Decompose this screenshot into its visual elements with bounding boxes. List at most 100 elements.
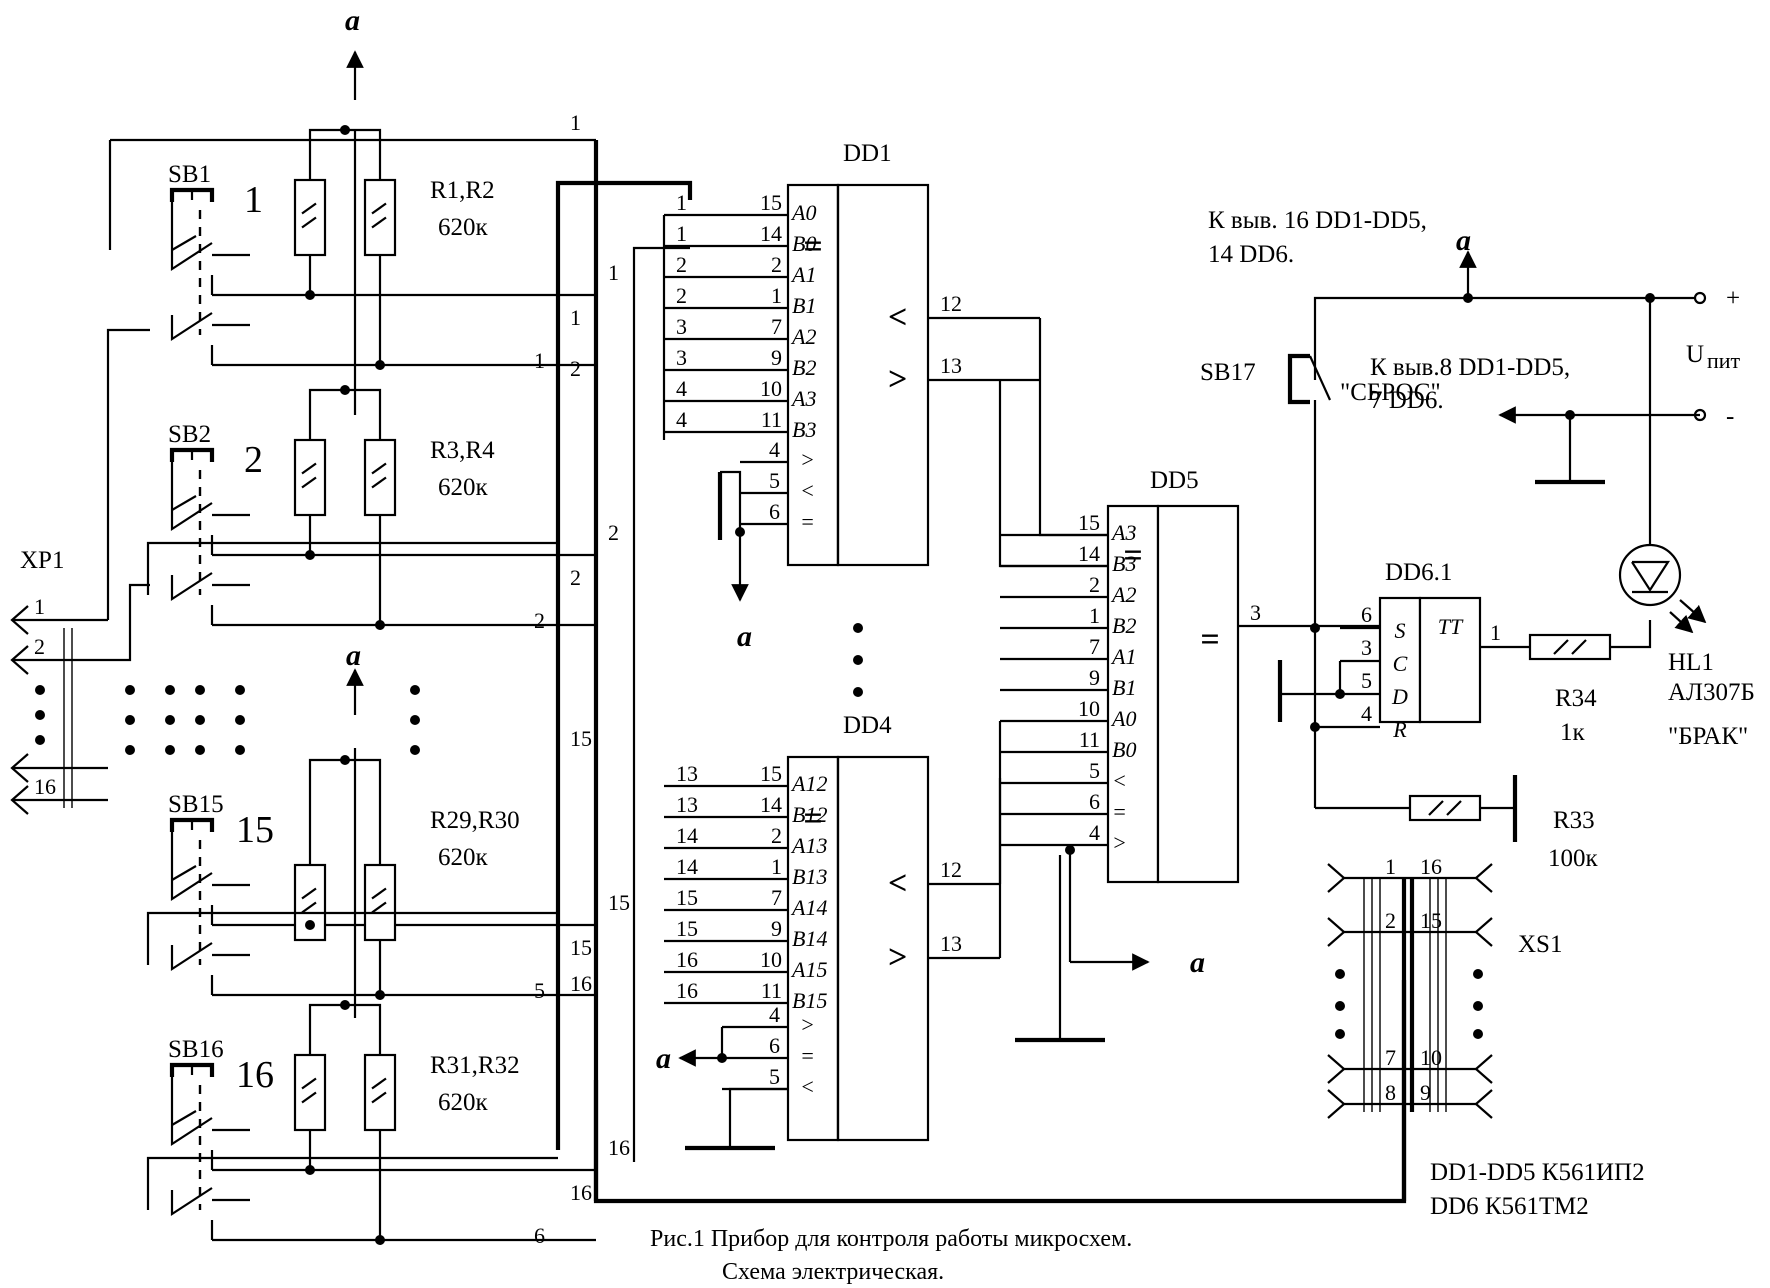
junction-dot xyxy=(340,125,350,135)
socket-pin-number: 2 xyxy=(1385,908,1396,933)
resistor-value: 1к xyxy=(1560,719,1586,746)
wire-number: 16 xyxy=(570,1180,592,1205)
resistor xyxy=(293,178,327,257)
socket-pin-tip xyxy=(1327,863,1346,893)
pin-function: B12 xyxy=(792,802,827,827)
ellipsis-dot xyxy=(35,710,45,720)
xp1-pin-label: 1 xyxy=(34,594,45,619)
ellipsis-dot xyxy=(165,745,175,755)
pin-function: > xyxy=(800,1012,815,1037)
contact xyxy=(170,942,213,972)
switch-label: SB2 xyxy=(168,421,211,448)
pin-number: 3 xyxy=(1250,600,1261,625)
ellipsis-dot xyxy=(1335,1001,1345,1011)
ellipsis-dot xyxy=(853,687,863,697)
pin-number: 12 xyxy=(940,857,962,882)
wire xyxy=(106,328,150,620)
resistor-label: R33 xyxy=(1553,807,1595,834)
resistor-mark xyxy=(301,901,317,914)
led-body xyxy=(1618,543,1682,607)
wire-number: 3 xyxy=(676,345,687,370)
pin-function: A3 xyxy=(1110,520,1136,545)
switch-contact xyxy=(1308,355,1332,401)
ground-bus-bottom xyxy=(593,980,1407,1204)
chip-right-section xyxy=(836,755,930,1142)
contact xyxy=(170,832,213,902)
wire-number: 1 xyxy=(534,348,545,373)
ellipsis-dot xyxy=(195,685,205,695)
resistor-label: R3,R4 xyxy=(430,437,495,464)
supply-plus-label: + xyxy=(1726,285,1740,312)
pin-number: 11 xyxy=(1079,727,1100,752)
pin-function: A2 xyxy=(1110,582,1136,607)
chip-output-symbol: > xyxy=(888,939,907,976)
chip-left-section xyxy=(1378,596,1422,724)
pin-number: 1 xyxy=(1490,620,1501,645)
contact xyxy=(170,1077,213,1147)
switch-number: 16 xyxy=(236,1054,274,1096)
junction-dot xyxy=(375,990,385,1000)
ellipsis-dot xyxy=(1473,1029,1483,1039)
pin-number: 3 xyxy=(1361,635,1372,660)
contact xyxy=(170,462,213,532)
pin-number: 9 xyxy=(771,345,782,370)
resistor xyxy=(293,1053,327,1132)
ellipsis-dot xyxy=(195,715,205,725)
ellipsis-dot xyxy=(125,745,135,755)
resistor xyxy=(293,438,327,517)
note-plus-line2: 14 DD6. xyxy=(1208,241,1294,268)
junction-dot xyxy=(305,550,315,560)
wire-number: 15 xyxy=(570,726,592,751)
switch-number: 1 xyxy=(244,179,263,221)
pin-number: 7 xyxy=(771,885,782,910)
chip-symbol: = xyxy=(803,800,822,837)
pin-number: 13 xyxy=(940,931,962,956)
socket-pin-number: 9 xyxy=(1420,1080,1431,1105)
pin-function: B0 xyxy=(792,231,816,256)
pin-number: 12 xyxy=(940,291,962,316)
wire-number: 16 xyxy=(570,971,592,996)
wire-number: 15 xyxy=(608,890,630,915)
contact xyxy=(171,1110,197,1126)
pin-number: 10 xyxy=(760,947,782,972)
resistor-mark xyxy=(371,202,387,215)
pin-number: 6 xyxy=(1361,602,1372,627)
ellipsis-dot xyxy=(235,685,245,695)
pin-number: 14 xyxy=(760,792,782,817)
resistor-label: R31,R32 xyxy=(430,1052,520,1079)
wire-number: 14 xyxy=(676,823,698,848)
socket-pin-number: 15 xyxy=(1420,908,1442,933)
resistor-label: R34 xyxy=(1555,685,1597,712)
pin-number: 6 xyxy=(769,1033,780,1058)
junction-dot xyxy=(340,755,350,765)
ellipsis-dot xyxy=(1335,969,1345,979)
resistor-mark xyxy=(1571,639,1587,655)
resistor-label: R29,R30 xyxy=(430,807,520,834)
pin-number: 11 xyxy=(761,407,782,432)
ellipsis-dot xyxy=(410,745,420,755)
supply-plus-wire xyxy=(1313,296,1700,380)
ellipsis-dot xyxy=(1335,1029,1345,1039)
pin-function: < xyxy=(800,1074,815,1099)
wire-bus xyxy=(555,180,693,1150)
pin-function: B3 xyxy=(1112,551,1136,576)
junction-dot xyxy=(1310,623,1320,633)
resistor-mark xyxy=(301,476,317,489)
led-type: АЛ307Б xyxy=(1668,679,1755,706)
pin-function: B1 xyxy=(792,293,816,318)
wire xyxy=(720,470,742,532)
supply-terminal xyxy=(1693,291,1707,305)
junction-dot xyxy=(340,1000,350,1010)
pin-function: B2 xyxy=(792,355,816,380)
contact xyxy=(170,202,213,272)
junction-dot xyxy=(375,620,385,630)
wire-number: 2 xyxy=(534,608,545,633)
pin-function: B2 xyxy=(1112,613,1136,638)
pin-function: B13 xyxy=(792,864,827,889)
